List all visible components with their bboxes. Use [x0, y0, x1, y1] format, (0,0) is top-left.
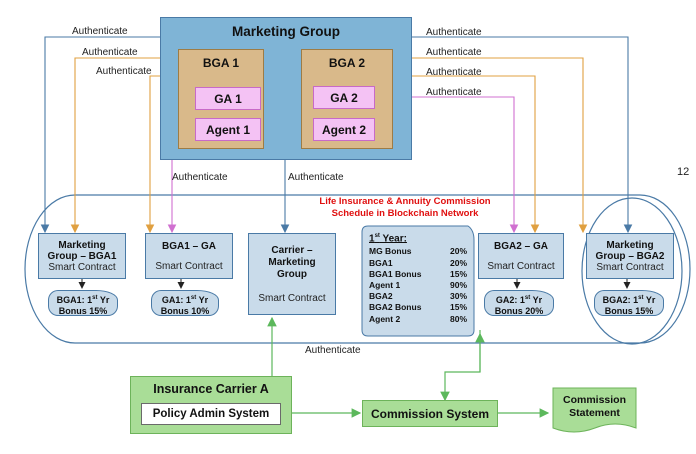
schedule-row-pct: 80%	[449, 313, 467, 324]
schedule-row-name: BGA2 Bonus	[369, 302, 422, 313]
schedule-row-pct: 20%	[449, 257, 467, 268]
auth-label-8: Authenticate	[172, 172, 228, 183]
schedule-row: BGA2 30%	[369, 291, 467, 302]
green-arrow-schedule-to-commission	[440, 330, 481, 402]
insurance-carrier-box: Insurance Carrier A Policy Admin System	[130, 376, 292, 434]
schedule-row-pct: 20%	[449, 246, 467, 257]
schedule-row-name: BGA1 Bonus	[369, 268, 422, 279]
bga1-ga-bonus-2: Bonus 10%	[160, 306, 210, 316]
schedule-row-name: BGA1	[369, 257, 393, 268]
bga2-ga-bonus-2: Bonus 20%	[494, 306, 544, 316]
auth-label-6: Authenticate	[426, 67, 482, 78]
carrier-mg-title-2: Marketing	[268, 256, 316, 268]
schedule-row-pct: 15%	[449, 268, 467, 279]
schedule-row-name: Agent 2	[369, 313, 401, 324]
mg-bga2-bonus-2: Bonus 15%	[604, 306, 654, 316]
bga1-ga-bonus-tag: GA1: 1st Yr Bonus 10%	[151, 290, 219, 316]
ga2-box: GA 2	[313, 86, 375, 109]
bga1-ga-title: BGA1 – GA	[162, 240, 216, 252]
auth-label-2: Authenticate	[82, 47, 138, 58]
auth-label-3: Authenticate	[96, 66, 152, 77]
mg-bga2-contract: Marketing Group – BGA2 Smart Contract	[586, 233, 674, 279]
commission-statement-line-1: Commission	[562, 394, 626, 406]
commission-statement-line-2: Statement	[569, 407, 620, 419]
mg-bga1-bonus-tag: BGA1: 1st Yr Bonus 15%	[48, 290, 118, 316]
network-title: Life Insurance & Annuity Commission Sche…	[300, 196, 510, 220]
schedule-rows: MG Bonus 20% BGA1 20% BGA1 Bonus 15% Agent 1 90…	[369, 246, 467, 324]
schedule-row-pct: 90%	[449, 279, 467, 290]
auth-arrow-bga2-mid	[393, 75, 540, 234]
schedule-row: BGA1 Bonus 15%	[369, 269, 467, 280]
ga1-box: GA 1	[195, 87, 261, 110]
mg-bga2-title-1: Marketing	[606, 239, 654, 251]
schedule-row-pct: 30%	[449, 291, 467, 302]
carrier-mg-title-1: Carrier –	[271, 244, 313, 256]
agent1-box: Agent 1	[195, 118, 261, 141]
network-title-line-1: Life Insurance & Annuity Commission	[319, 196, 491, 207]
mg-bga1-contract: Marketing Group – BGA1 Smart Contract	[38, 233, 126, 279]
auth-label-1: Authenticate	[72, 26, 128, 37]
bga2-ga-title: BGA2 – GA	[494, 240, 548, 252]
auth-arrow-mg-left	[40, 36, 160, 234]
mg-bga1-sub: Smart Contract	[48, 261, 116, 273]
commission-schedule: 1st Year: MG Bonus 20% BGA1 20% BGA1 Bonus 15…	[369, 230, 467, 334]
schedule-row-name: Agent 1	[369, 279, 401, 290]
mg-bga2-ellipse	[581, 197, 683, 345]
mg-bga2-bonus-tag: BGA2: 1st Yr Bonus 15%	[594, 290, 664, 316]
schedule-row-pct: 15%	[449, 302, 467, 313]
schedule-row: BGA1 20%	[369, 258, 467, 269]
auth-arrow-mg-right	[412, 36, 633, 234]
bga1-ga-bonus-1: GA1: 1st Yr	[161, 295, 209, 305]
schedule-row: Agent 1 90%	[369, 280, 467, 291]
bga2-title: BGA 2	[328, 56, 366, 70]
agent2-box: Agent 2	[313, 118, 375, 141]
mg-bga1-bonus-2: Bonus 15%	[58, 306, 108, 316]
bga2-ga-bonus-tag: GA2: 1st Yr Bonus 20%	[484, 290, 554, 316]
mg-bga2-title-2: Group – BGA2	[595, 250, 665, 262]
bga2-ga-bonus-1: GA2: 1st Yr	[495, 295, 543, 305]
auth-label-5: Authenticate	[426, 47, 482, 58]
carrier-mg-contract: Carrier – Marketing Group Smart Contract	[248, 233, 336, 315]
bga2-ga-contract: BGA2 – GA Smart Contract	[478, 233, 564, 279]
bga1-ga-contract: BGA1 – GA Smart Contract	[145, 233, 233, 279]
auth-label-7: Authenticate	[426, 87, 482, 98]
network-title-line-2: Schedule in Blockchain Network	[331, 208, 479, 219]
mg-bga1-bonus-1: BGA1: 1st Yr	[56, 295, 110, 305]
schedule-row-name: MG Bonus	[369, 246, 412, 257]
page-number: 12	[677, 166, 690, 178]
bga2-ga-sub: Smart Contract	[487, 260, 555, 272]
auth-label-9: Authenticate	[288, 172, 344, 183]
auth-label-10: Authenticate	[305, 345, 361, 356]
auth-label-4: Authenticate	[426, 27, 482, 38]
mg-bga2-sub: Smart Contract	[596, 261, 664, 273]
commission-statement: Commission Statement	[553, 391, 636, 423]
bga1-ga-sub: Smart Contract	[155, 260, 223, 272]
carrier-title: Insurance Carrier A	[153, 382, 269, 396]
auth-arrow-bga2-right	[393, 57, 588, 234]
marketing-group-title: Marketing Group	[231, 24, 340, 39]
auth-arrow-ga2	[375, 96, 519, 234]
schedule-row: BGA2 Bonus 15%	[369, 302, 467, 313]
bga1-title: BGA 1	[202, 56, 240, 70]
mg-bga1-title-1: Marketing	[58, 239, 106, 251]
schedule-row: MG Bonus 20%	[369, 246, 467, 257]
carrier-mg-sub: Smart Contract	[258, 292, 326, 304]
mg-bga2-bonus-1: BGA2: 1st Yr	[602, 295, 656, 305]
schedule-row: Agent 2 80%	[369, 314, 467, 325]
mg-bga1-title-2: Group – BGA1	[47, 250, 117, 262]
schedule-heading: 1st Year:	[369, 233, 407, 245]
policy-admin-system: Policy Admin System	[141, 403, 281, 425]
auth-arrow-bga1-left	[70, 57, 178, 234]
commission-statement-shape	[552, 387, 637, 433]
commission-system-box: Commission System	[362, 400, 498, 427]
carrier-mg-title-3: Group	[277, 268, 307, 280]
schedule-row-name: BGA2	[369, 291, 393, 302]
commission-schedule-shape	[361, 225, 475, 337]
